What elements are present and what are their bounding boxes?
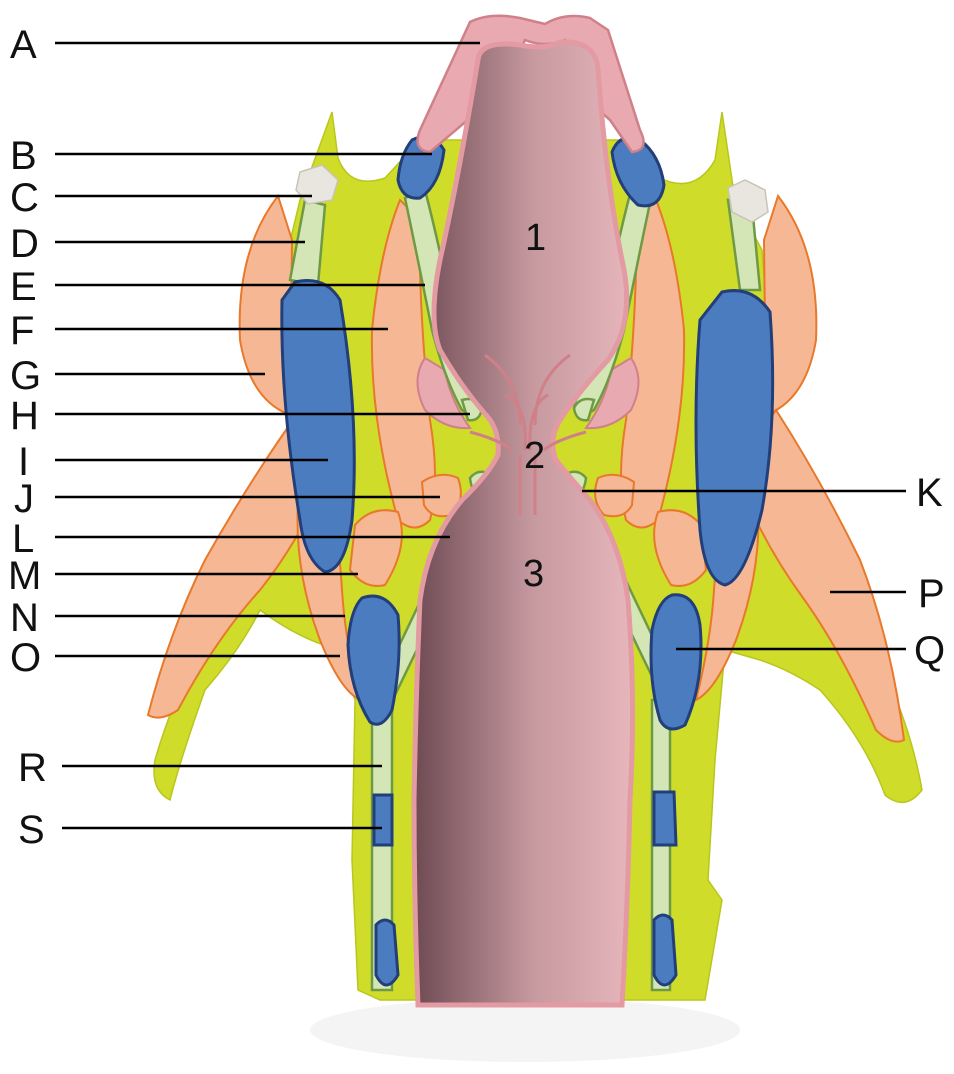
label-f: F [10,309,34,353]
tracheal-ring-s-left-1 [374,795,392,845]
label-k: K [916,471,943,515]
region-2: 2 [524,435,545,477]
label-g: G [10,354,41,398]
label-c: C [10,176,39,220]
region-3: 3 [523,553,544,595]
label-o: O [10,636,41,680]
base-shadow [310,998,740,1062]
label-j: J [14,477,34,521]
label-a: A [10,23,37,67]
label-n: N [10,596,39,640]
label-p: P [918,572,945,616]
label-b: B [10,134,37,178]
label-q: Q [914,629,945,673]
region-1: 1 [525,217,546,259]
label-d: D [10,222,39,266]
tracheal-ring-right-1 [654,792,676,845]
tracheal-ring-right-2 [654,915,676,985]
label-r: R [18,746,47,790]
label-s: S [18,808,45,852]
label-e: E [10,265,37,309]
label-h: H [10,394,39,438]
label-m: M [8,554,41,598]
tracheal-ring-s-left-2 [376,920,398,985]
